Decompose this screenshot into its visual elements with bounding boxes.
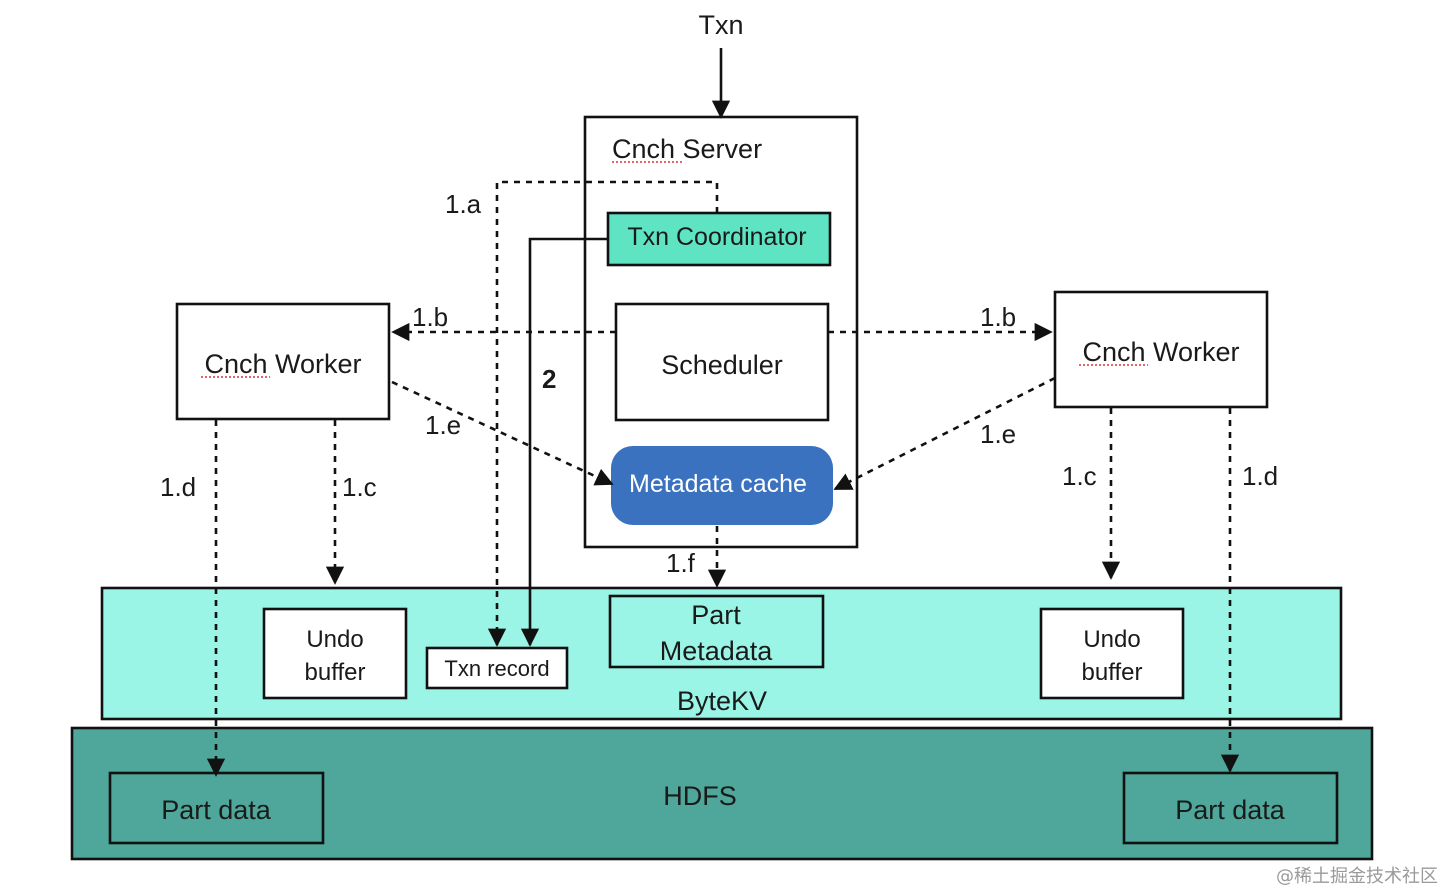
edge-1e-right — [833, 376, 1056, 491]
edge-1e-right-label: 1.e — [980, 419, 1016, 449]
edge-1c-left-label: 1.c — [342, 472, 377, 502]
undo-buffer-left-box — [262, 607, 408, 700]
undo-buffer-left-line2: buffer — [305, 659, 366, 686]
edge-1a — [487, 180, 719, 647]
scheduler-box — [614, 302, 830, 422]
undo-buffer-left-line1: Undo — [306, 626, 363, 653]
edge-2 — [520, 237, 608, 647]
edge-1b-right-label: 1.b — [980, 302, 1016, 332]
edge-1e-left — [391, 380, 614, 486]
hdfs-label: HDFS — [663, 781, 737, 811]
part-data-right-box — [1122, 771, 1339, 845]
watermark: @稀土掘金技术社区 — [1276, 866, 1438, 887]
edge-1e-left-label: 1.e — [425, 410, 461, 440]
part-metadata-line1: Part — [691, 600, 741, 630]
bytekv-label: ByteKV — [677, 686, 767, 716]
scheduler-label: Scheduler — [661, 350, 783, 380]
part-data-left-label: Part data — [161, 795, 272, 825]
cnch-worker-right-label: Cnch Worker — [1082, 337, 1239, 367]
txn-record-label: Txn record — [444, 656, 549, 681]
undo-buffer-right-line1: Undo — [1083, 626, 1140, 653]
edge-1f-label: 1.f — [666, 548, 696, 578]
cnch-server-label: Cnch Server — [612, 134, 762, 164]
cnch-worker-right-box — [1053, 290, 1269, 409]
edge-2-label: 2 — [542, 364, 556, 394]
cnch-worker-left-label: Cnch Worker — [204, 349, 361, 379]
txn-label: Txn — [698, 10, 743, 40]
edge-1c-right-label: 1.c — [1062, 461, 1097, 491]
metadata-cache-box — [611, 446, 833, 525]
edge-1d-right-label: 1.d — [1242, 461, 1278, 491]
part-data-right-label: Part data — [1175, 795, 1286, 825]
hdfs-layer — [70, 726, 1374, 861]
edge-1b-left-label: 1.b — [412, 302, 448, 332]
txn-coordinator-box — [606, 211, 832, 267]
txn-coordinator-label: Txn Coordinator — [627, 223, 806, 251]
undo-buffer-right-line2: buffer — [1082, 659, 1143, 686]
part-metadata-box — [608, 594, 825, 669]
txn-record-box — [425, 646, 569, 690]
cnch-worker-left-box — [175, 302, 391, 421]
edge-1d-left-label: 1.d — [160, 472, 196, 502]
edge-1a-label: 1.a — [445, 189, 482, 219]
metadata-cache-label: Metadata cache — [629, 470, 807, 498]
undo-buffer-right-box — [1039, 607, 1185, 700]
part-metadata-line2: Metadata — [660, 636, 774, 666]
